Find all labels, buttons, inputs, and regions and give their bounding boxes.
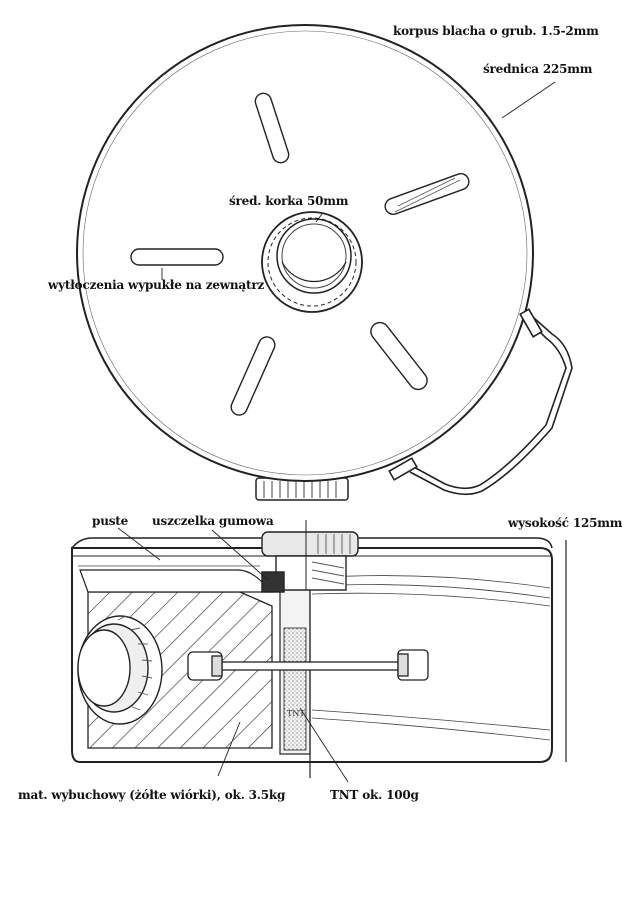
top-view [76, 24, 573, 501]
empty-cavity [79, 569, 274, 593]
embossed-ribs [130, 92, 470, 416]
label-gasket: uszczelka gumowa [152, 514, 274, 528]
label-embossing: wytłoczenia wypukłe na zewnątrz [48, 278, 265, 292]
label-height: wysokość 125mm [508, 516, 623, 530]
section-leader-lines [117, 527, 349, 783]
label-body-material: korpus blacha o grub. 1.5-2mm [393, 24, 599, 38]
rubber-gasket [261, 571, 285, 593]
label-cap-diameter: śred. korka 50mm [229, 194, 349, 208]
label-tnt: TNT ok. 100g [330, 788, 419, 802]
center-cap [261, 211, 363, 313]
label-explosive: mat. wybuchowy (żółte wiórki), ok. 3.5kg [18, 788, 286, 802]
tnt-inner-label: TNT [287, 709, 305, 718]
side-screw-cap [77, 615, 163, 725]
fuze-cap [261, 520, 359, 593]
detonator-rod [187, 649, 429, 681]
side-section-view: TNT [71, 520, 567, 778]
carry-handle [388, 308, 573, 496]
label-diameter: średnica 225mm [483, 62, 593, 76]
bottom-cap-protrusion [255, 477, 349, 501]
tnt-charge [283, 627, 307, 751]
label-empty: puste [92, 514, 129, 528]
top-leader-lines [161, 81, 556, 280]
